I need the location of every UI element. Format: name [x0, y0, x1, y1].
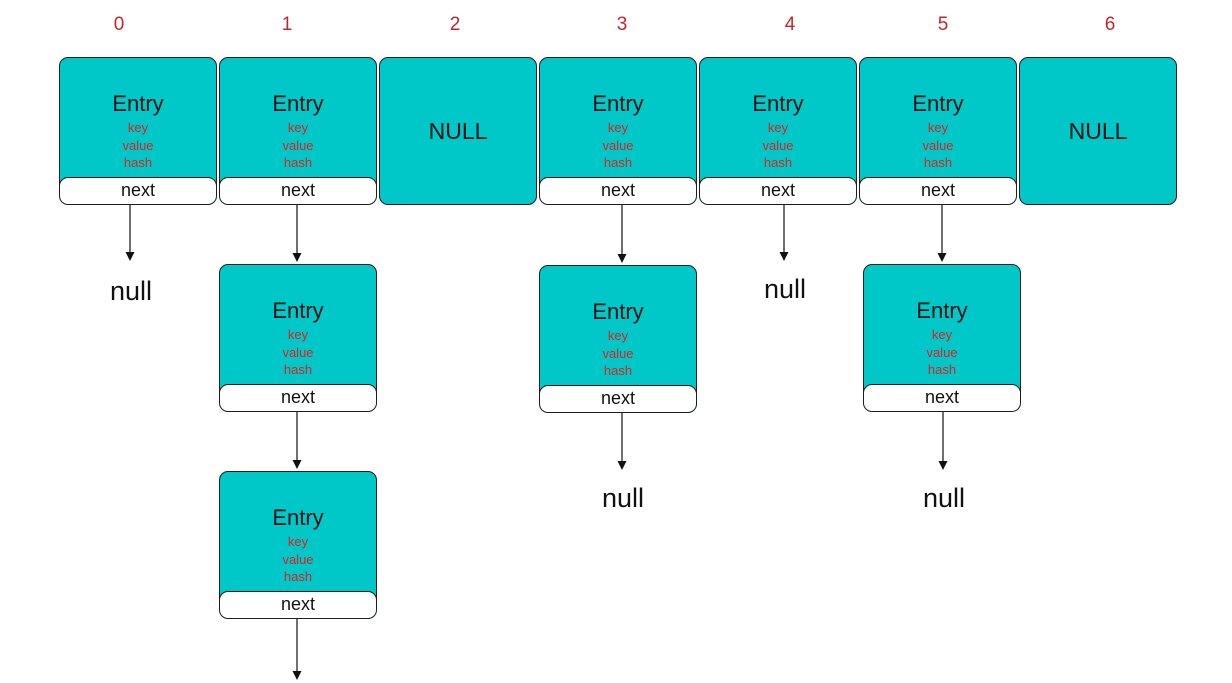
entry-node-bucket-1: Entry key value hash next — [219, 57, 377, 205]
field-hash: hash — [283, 362, 313, 377]
null-slot-bucket-2: NULL — [379, 57, 537, 205]
field-value: value — [282, 551, 314, 567]
field-hash: hash — [123, 155, 153, 170]
entry-fields: key value hash — [220, 326, 376, 379]
field-value: value — [762, 137, 794, 153]
entry-node-bucket-3-chain-2: Entry key value hash next — [539, 265, 697, 413]
entry-fields: key value hash — [860, 119, 1016, 172]
bucket-index-3: 3 — [616, 14, 628, 35]
field-key: key — [127, 120, 149, 135]
next-pointer: next — [220, 384, 376, 411]
entry-fields: key value hash — [540, 327, 696, 380]
entry-fields: key value hash — [540, 119, 696, 172]
entry-node-bucket-5: Entry key value hash next — [859, 57, 1017, 205]
null-terminator-bucket-3: null — [601, 483, 645, 513]
field-value: value — [922, 137, 954, 153]
field-hash: hash — [603, 155, 633, 170]
field-key: key — [287, 534, 309, 549]
entry-fields: key value hash — [700, 119, 856, 172]
entry-node-bucket-5-chain-2: Entry key value hash next — [863, 264, 1021, 412]
entry-title: Entry — [272, 298, 324, 323]
arrowhead-icon — [292, 671, 302, 680]
entry-node-bucket-1-chain-3: Entry key value hash next — [219, 471, 377, 619]
arrowhead-icon — [938, 461, 948, 470]
field-value: value — [926, 344, 958, 360]
entry-fields: key value hash — [220, 533, 376, 586]
next-pointer: next — [700, 177, 856, 204]
field-key: key — [287, 327, 309, 342]
field-hash: hash — [923, 155, 953, 170]
next-pointer: next — [60, 177, 216, 204]
field-value: value — [282, 344, 314, 360]
entry-title: Entry — [592, 91, 644, 116]
field-key: key — [287, 120, 309, 135]
entry-fields: key value hash — [220, 119, 376, 172]
arrowhead-icon — [617, 461, 627, 470]
field-key: key — [931, 327, 953, 342]
entry-title: Entry — [916, 298, 968, 323]
field-key: key — [927, 120, 949, 135]
entry-fields: key value hash — [60, 119, 216, 172]
next-pointer: next — [860, 177, 1016, 204]
entry-fields: key value hash — [864, 326, 1020, 379]
null-slot-label: NULL — [1068, 118, 1128, 144]
bucket-index-6: 6 — [1104, 14, 1116, 35]
entry-title: Entry — [752, 91, 804, 116]
field-key: key — [607, 120, 629, 135]
bucket-index-4: 4 — [784, 14, 796, 35]
null-slot-label: NULL — [428, 118, 488, 144]
null-slot-bucket-6: NULL — [1019, 57, 1177, 205]
field-hash: hash — [283, 155, 313, 170]
field-hash: hash — [603, 363, 633, 378]
field-value: value — [602, 345, 634, 361]
next-pointer: next — [220, 591, 376, 618]
arrowhead-icon — [617, 254, 627, 263]
arrowhead-icon — [779, 252, 789, 261]
next-pointer: next — [220, 177, 376, 204]
entry-node-bucket-3: Entry key value hash next — [539, 57, 697, 205]
bucket-index-5: 5 — [937, 14, 949, 35]
arrowhead-icon — [125, 252, 135, 261]
field-hash: hash — [283, 569, 313, 584]
entry-title: Entry — [912, 91, 964, 116]
field-value: value — [122, 137, 154, 153]
arrowhead-icon — [937, 253, 947, 262]
entry-node-bucket-0: Entry key value hash next — [59, 57, 217, 205]
null-terminator-bucket-5: null — [922, 483, 966, 513]
null-terminator-bucket-0: null — [109, 276, 153, 306]
field-key: key — [607, 328, 629, 343]
field-hash: hash — [763, 155, 793, 170]
field-value: value — [282, 137, 314, 153]
next-pointer: next — [540, 385, 696, 412]
entry-title: Entry — [592, 299, 644, 324]
entry-title: Entry — [112, 91, 164, 116]
bucket-index-0: 0 — [113, 14, 125, 35]
entry-title: Entry — [272, 91, 324, 116]
entry-node-bucket-1-chain-2: Entry key value hash next — [219, 264, 377, 412]
null-terminator-bucket-4: null — [763, 274, 807, 304]
entry-node-bucket-4: Entry key value hash next — [699, 57, 857, 205]
arrowhead-icon — [292, 253, 302, 262]
field-value: value — [602, 137, 634, 153]
bucket-index-1: 1 — [281, 14, 293, 35]
next-pointer: next — [864, 384, 1020, 411]
field-key: key — [767, 120, 789, 135]
bucket-index-2: 2 — [449, 14, 461, 35]
next-pointer: next — [540, 177, 696, 204]
field-hash: hash — [927, 362, 957, 377]
arrowhead-icon — [292, 460, 302, 469]
entry-title: Entry — [272, 505, 324, 530]
